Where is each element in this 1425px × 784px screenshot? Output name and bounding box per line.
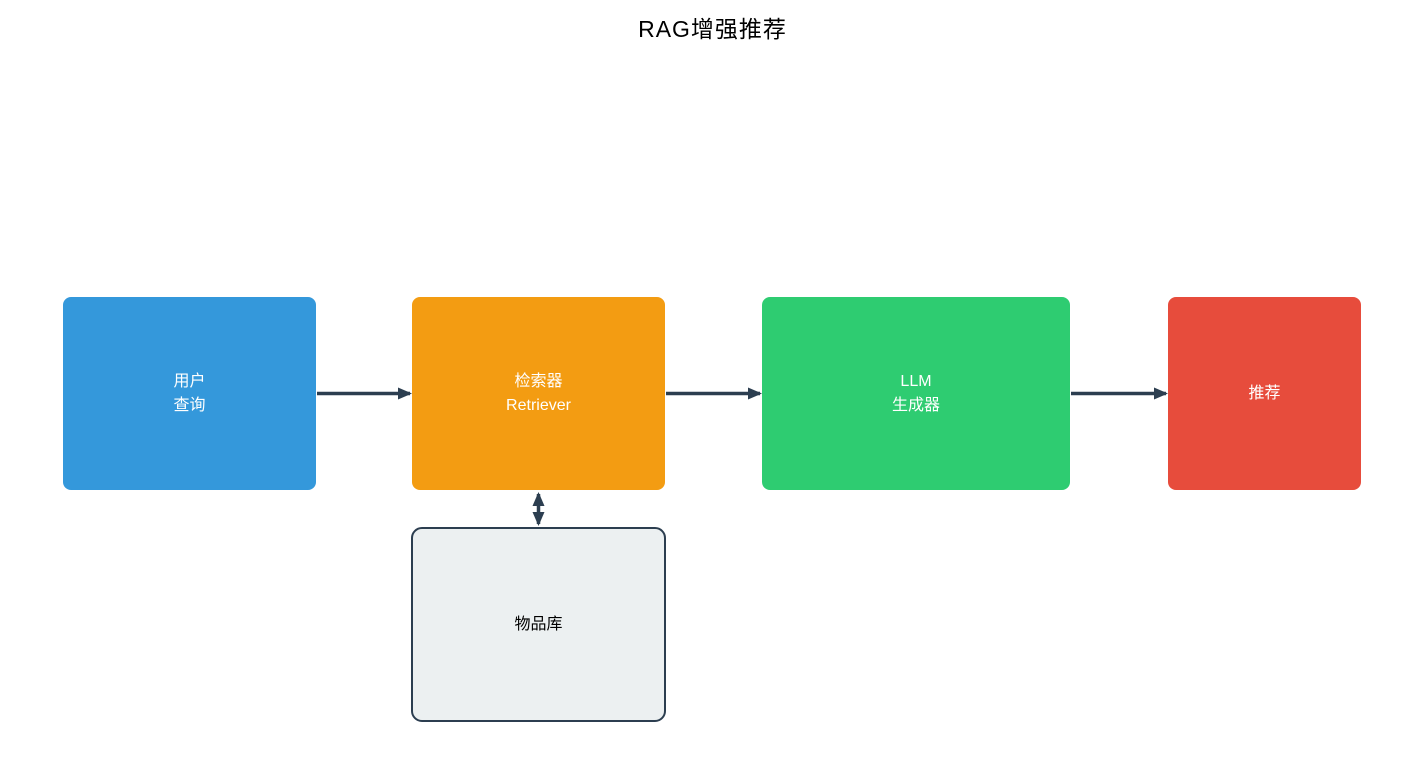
node-item-store: 物品库: [411, 527, 666, 722]
node-user-query: 用户 查询: [63, 297, 316, 490]
node-llm-generator: LLM 生成器: [762, 297, 1070, 490]
diagram-title: RAG增强推荐: [638, 16, 787, 42]
node-retriever: 检索器 Retriever: [412, 297, 665, 490]
node-recommendation: 推荐: [1168, 297, 1361, 490]
